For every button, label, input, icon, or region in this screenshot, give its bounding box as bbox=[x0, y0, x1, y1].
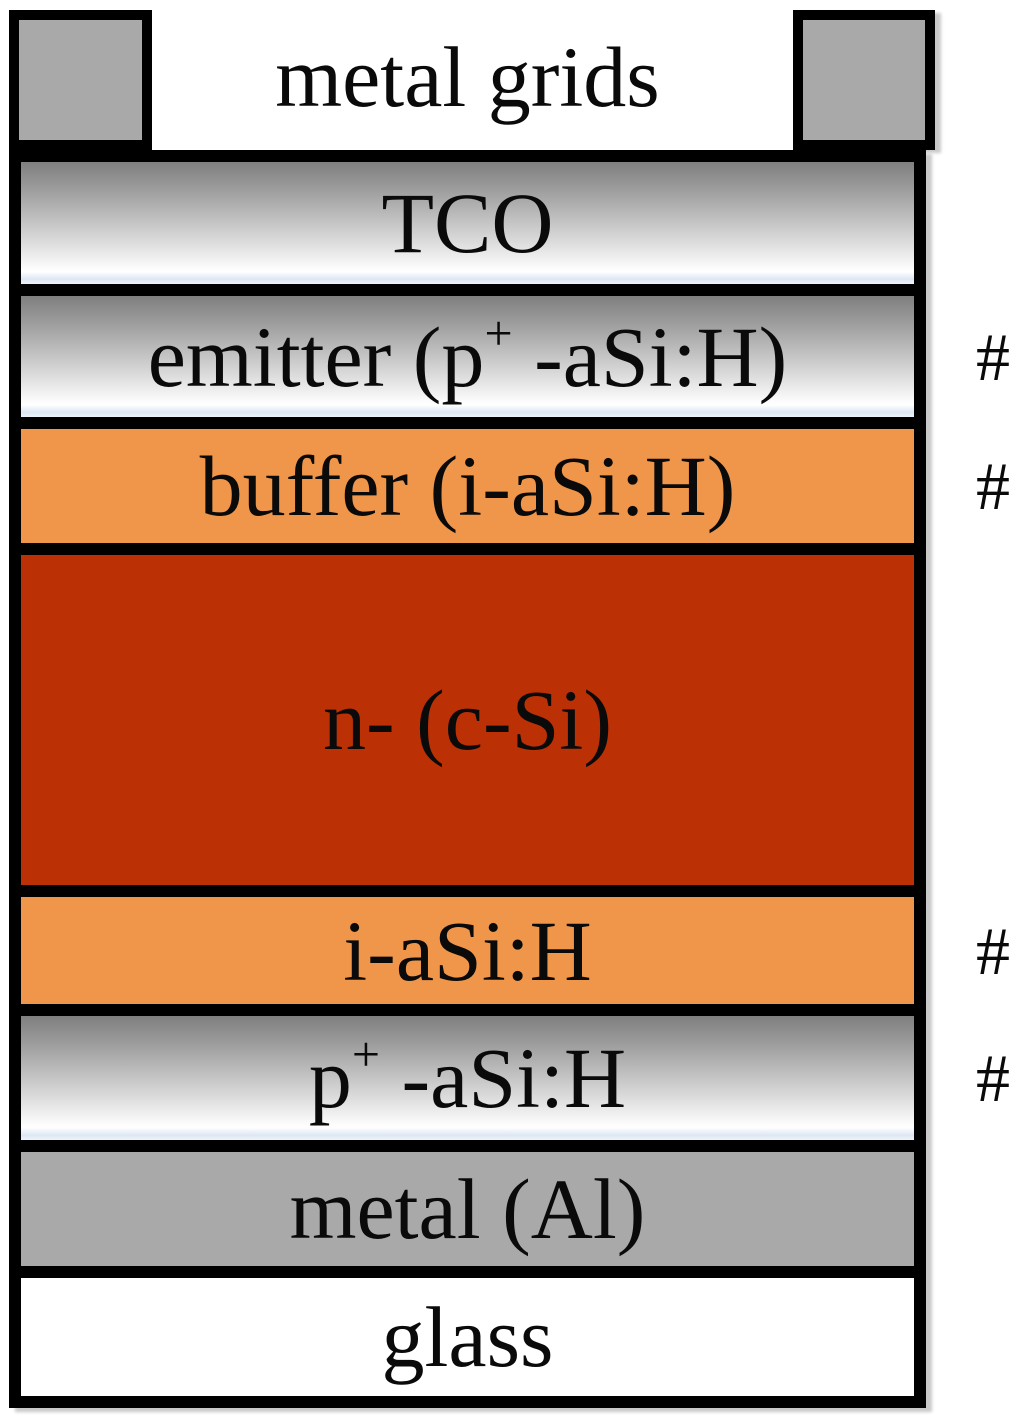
metal-grids-label: metal grids bbox=[275, 29, 660, 125]
layer-stack: TCO emitter (p+ -aSi:H) # buffer (i-aSi:… bbox=[9, 150, 1010, 1408]
metal-grids-row: metal grids bbox=[9, 10, 935, 150]
hash-annotation-buffer: # bbox=[976, 448, 1010, 524]
layer-glass-label: glass bbox=[381, 1289, 554, 1385]
layer-buffer: buffer (i-aSi:H) # bbox=[21, 429, 1010, 543]
metal-grid-finger-right bbox=[793, 10, 935, 150]
layer-p-asih: p+ -aSi:H # bbox=[21, 1016, 1010, 1140]
layer-i-asih-label: i-aSi:H bbox=[343, 902, 592, 999]
layer-tco: TCO bbox=[21, 162, 914, 284]
metal-grid-finger-left bbox=[9, 10, 152, 150]
hash-annotation-emitter: # bbox=[976, 318, 1010, 395]
layer-metal-al-label: metal (Al) bbox=[289, 1161, 646, 1257]
hash-annotation-p-asih: # bbox=[976, 1040, 1010, 1116]
layer-tco-label: TCO bbox=[381, 175, 554, 271]
layer-absorber-label: n- (c-Si) bbox=[323, 672, 612, 768]
layer-emitter: emitter (p+ -aSi:H) # bbox=[21, 296, 1010, 417]
layer-p-asih-label: p+ -aSi:H bbox=[308, 1027, 627, 1126]
layer-emitter-label: emitter (p+ -aSi:H) bbox=[147, 305, 788, 405]
layer-buffer-label: buffer (i-aSi:H) bbox=[199, 438, 736, 534]
layer-absorber: n- (c-Si) bbox=[21, 555, 914, 885]
layer-i-asih: i-aSi:H # bbox=[21, 897, 1010, 1004]
hash-annotation-i-asih: # bbox=[976, 912, 1010, 989]
layer-glass: glass bbox=[21, 1278, 914, 1396]
layer-metal-al: metal (Al) bbox=[21, 1152, 914, 1266]
